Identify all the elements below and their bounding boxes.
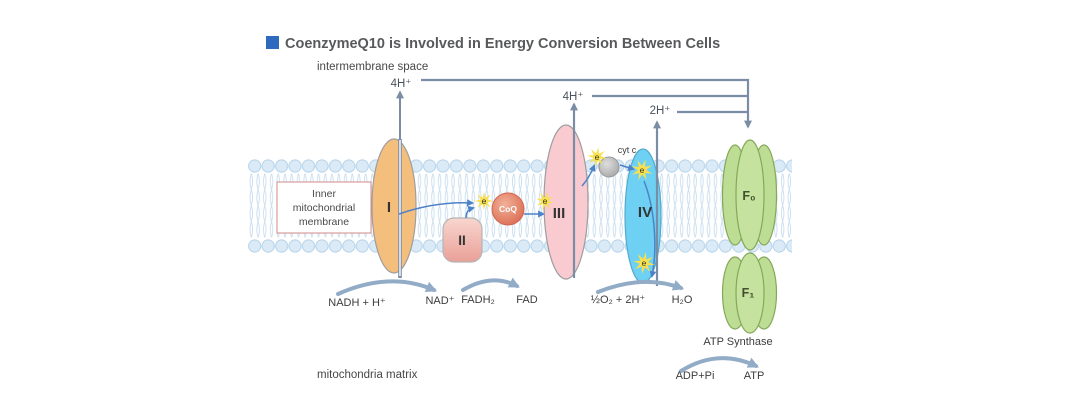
water-label: H₂O	[672, 294, 693, 306]
electron-arrow-i-to-coq	[398, 199, 475, 215]
atp-label: ATP	[744, 370, 765, 382]
electron-arrow-cytc-to-iv	[619, 164, 636, 171]
reaction-arrow-fadh2-fad	[461, 277, 520, 292]
coq-shape	[491, 192, 525, 226]
f0-label: F₀	[742, 189, 755, 203]
reaction-arrow-adp-atp	[679, 356, 759, 373]
fadh2-label: FADH₂	[461, 294, 495, 306]
coq-label: CoQ	[499, 204, 517, 214]
electron-label: e	[543, 196, 548, 206]
fad-label: FAD	[516, 294, 537, 306]
membrane-box-line3: membrane	[299, 216, 349, 228]
nad-label: NAD⁺	[425, 295, 454, 307]
cytc-label: cyt c	[618, 145, 637, 155]
page-title: CoenzymeQ10 is Involved in Energy Conver…	[285, 36, 720, 52]
complex-iii-label: III	[553, 205, 566, 222]
electron-label: e	[595, 152, 600, 162]
cytc-shape	[598, 156, 620, 178]
membrane-box-line1: Inner	[312, 188, 336, 200]
mitochondria-matrix-label: mitochondria matrix	[317, 369, 418, 381]
membrane-callout-box	[276, 181, 372, 234]
atp-synthase-f1-shape	[721, 252, 778, 334]
proton-label-complex-iii: 4H⁺	[563, 91, 584, 103]
complex-ii-shape	[442, 217, 483, 263]
electron-label: e	[640, 165, 645, 175]
proton-label-complex-iv: 2H⁺	[650, 105, 671, 117]
electron-arrows	[398, 164, 657, 279]
electron-arrow-inside-iv	[643, 180, 657, 279]
reaction-arrows	[336, 277, 759, 373]
complex-iv-label: IV	[638, 204, 652, 221]
intermembrane-space-label: intermembrane space	[317, 61, 428, 73]
electron-label: e	[642, 258, 647, 268]
adp-label: ADP+Pi	[676, 370, 715, 382]
oxygen-label: ½O₂ + 2H⁺	[591, 294, 646, 306]
membrane-box-line2: mitochondrial	[293, 202, 355, 214]
atp-synthase-label: ATP Synthase	[703, 336, 772, 348]
f1-label: F₁	[742, 286, 755, 300]
reaction-arrow-o2-h2o	[596, 279, 685, 294]
electron-arrow-ii-to-coq	[465, 205, 476, 219]
complex-i-shape	[371, 138, 417, 274]
atp-synthase-f0-shape	[721, 139, 778, 251]
electron-arrow-iii-to-cytc	[581, 164, 596, 187]
title-bullet-icon	[266, 36, 279, 49]
electron-label: e	[482, 196, 487, 206]
nadh-label: NADH + H⁺	[328, 297, 386, 309]
proton-label-complex-i: 4H⁺	[391, 78, 412, 90]
reaction-arrow-nadh-nad	[336, 279, 438, 296]
proton-line-to-f0	[421, 78, 752, 129]
proton-path-lines	[396, 78, 752, 286]
complex-i-label: I	[387, 199, 391, 216]
complex-ii-label: II	[458, 233, 466, 248]
